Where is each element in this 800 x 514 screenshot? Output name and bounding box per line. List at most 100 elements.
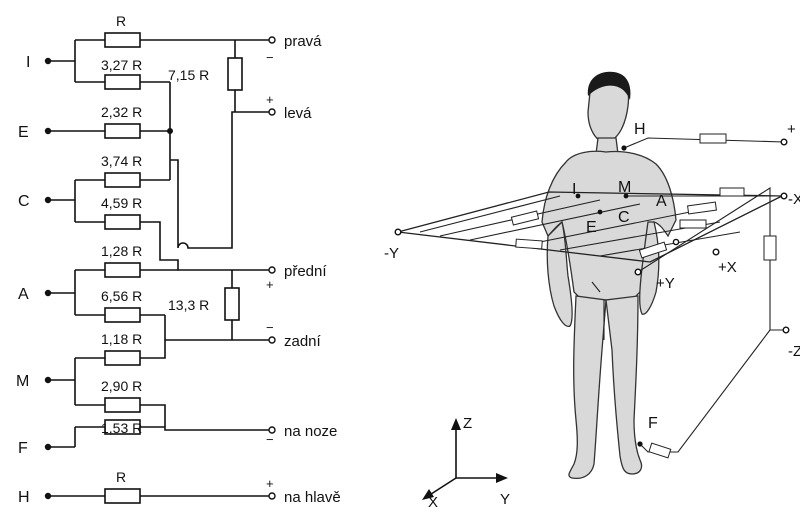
output-label-leva: levá — [284, 105, 312, 122]
axis-label-z: Z — [463, 415, 472, 432]
sign-na-hlave-plus: + — [266, 476, 274, 491]
figure-label-m: M — [618, 179, 631, 196]
input-labels: I E C A M F H — [16, 54, 30, 506]
input-label-e: E — [18, 124, 29, 141]
human-figure-illustration: H I M A E C F -Y +X +Y + -X -Z — [384, 71, 800, 480]
resistor-label-r-bottom: R — [116, 469, 126, 485]
electrode-i — [575, 193, 581, 199]
plane-label-plus-x: +X — [718, 259, 737, 276]
input-nodes — [44, 57, 173, 500]
input-label-i: I — [26, 54, 30, 71]
sign-zadni-minus: − — [266, 320, 274, 335]
input-node-i — [44, 57, 52, 65]
axis-label-y: Y — [500, 491, 510, 508]
resistor-label-13-3: 13,3 R — [168, 297, 209, 313]
resistor-7-15 — [227, 57, 243, 91]
input-label-c: C — [18, 193, 30, 210]
axis-label-x: X — [428, 494, 438, 509]
electrode-f — [637, 441, 643, 447]
figure-label-c: C — [618, 209, 630, 226]
electrode-e — [597, 209, 603, 215]
resistor-2-32 — [104, 123, 141, 139]
edge-label-minus-x: -X — [788, 191, 800, 208]
resistor-4-59 — [104, 214, 141, 230]
axis-x-arrow-icon — [422, 489, 434, 500]
input-label-h: H — [18, 489, 30, 506]
terminal-plus-x — [712, 248, 720, 256]
resistor-1-53 — [104, 419, 141, 435]
input-node-a — [44, 289, 52, 297]
edge-label-minus-z: -Z — [788, 343, 800, 360]
resistor-label-r-top: R — [116, 13, 126, 29]
axis-y-arrow-icon — [496, 473, 508, 483]
figure-label-a: A — [656, 193, 667, 210]
terminal-plus-y — [634, 268, 642, 276]
plane-node — [672, 238, 680, 246]
terminal-na-hlave — [268, 492, 276, 500]
output-label-prava: pravá — [284, 33, 322, 50]
plane-label-plus-y: +Y — [656, 275, 675, 292]
output-label-na-noze: na noze — [284, 423, 337, 440]
output-labels: pravá levá přední zadní na noze na hlavě — [284, 33, 341, 506]
resistor-network: I E C A M F H — [16, 13, 341, 506]
terminal-edge-minus-z — [782, 326, 790, 334]
resistor-label-1-18: 1,18 R — [101, 331, 142, 347]
electrode-dots — [394, 138, 790, 447]
axis-z-arrow-icon — [451, 418, 461, 430]
input-label-f: F — [18, 440, 28, 457]
output-label-na-hlave: na hlavě — [284, 489, 341, 506]
input-node-e — [44, 127, 52, 135]
resistor-2-90 — [104, 397, 141, 413]
electrode-h — [621, 145, 627, 151]
resistor-1-18 — [104, 350, 141, 366]
sign-prava-minus: − — [266, 50, 274, 65]
terminal-minus-y — [394, 228, 402, 236]
output-label-zadni: zadní — [284, 333, 322, 350]
electrode-wires — [623, 133, 786, 459]
resistor-labels: R 3,27 R 2,32 R 3,74 R 4,59 R 1,28 R 6,5… — [101, 13, 209, 485]
resistor-label-3-27: 3,27 R — [101, 57, 142, 73]
resistor-3-74 — [104, 172, 141, 188]
resistor-6-56 — [104, 307, 141, 323]
resistor-label-4-59: 4,59 R — [101, 195, 142, 211]
resistors — [104, 32, 243, 504]
plane-label-minus-y: -Y — [384, 245, 399, 262]
input-node-h — [44, 492, 52, 500]
resistor-r-bottom — [104, 488, 141, 504]
resistor-r-top — [104, 32, 141, 48]
resistor-label-1-28: 1,28 R — [101, 243, 142, 259]
polarity-signs: − + + − − + — [266, 50, 274, 491]
figure-label-f: F — [648, 415, 658, 432]
input-node-f — [44, 443, 52, 451]
figure-labels: H I M A E C F -Y +X +Y + -X -Z — [384, 121, 800, 432]
resistor-3-27 — [104, 74, 141, 90]
resistor-label-1-53: 1,53 R — [101, 420, 142, 436]
terminal-predni — [268, 266, 276, 274]
electrode-m — [623, 193, 629, 199]
resistor-1-28 — [104, 262, 141, 278]
sign-predni-plus: + — [266, 277, 274, 292]
terminal-edge-minus-x — [780, 192, 788, 200]
resistor-13-3 — [224, 287, 240, 321]
figure-label-h: H — [634, 121, 646, 138]
resistor-label-6-56: 6,56 R — [101, 288, 142, 304]
edge-label-plus: + — [787, 121, 796, 138]
input-label-m: M — [16, 373, 29, 390]
terminal-zadni — [268, 336, 276, 344]
terminal-prava — [268, 36, 276, 44]
resistor-label-2-32: 2,32 R — [101, 104, 142, 120]
figure-label-i: I — [572, 181, 576, 198]
sign-na-noze-minus: − — [266, 432, 274, 447]
input-node-m — [44, 376, 52, 384]
resistor-label-7-15: 7,15 R — [168, 67, 209, 83]
terminal-na-noze — [268, 426, 276, 434]
input-label-a: A — [18, 286, 29, 303]
output-terminals — [268, 36, 276, 500]
sign-leva-plus: + — [266, 92, 274, 107]
resistor-label-3-74: 3,74 R — [101, 153, 142, 169]
terminal-edge-plus — [780, 138, 788, 146]
coordinate-axes: Z X Y — [422, 415, 510, 511]
output-label-predni: přední — [284, 263, 327, 280]
